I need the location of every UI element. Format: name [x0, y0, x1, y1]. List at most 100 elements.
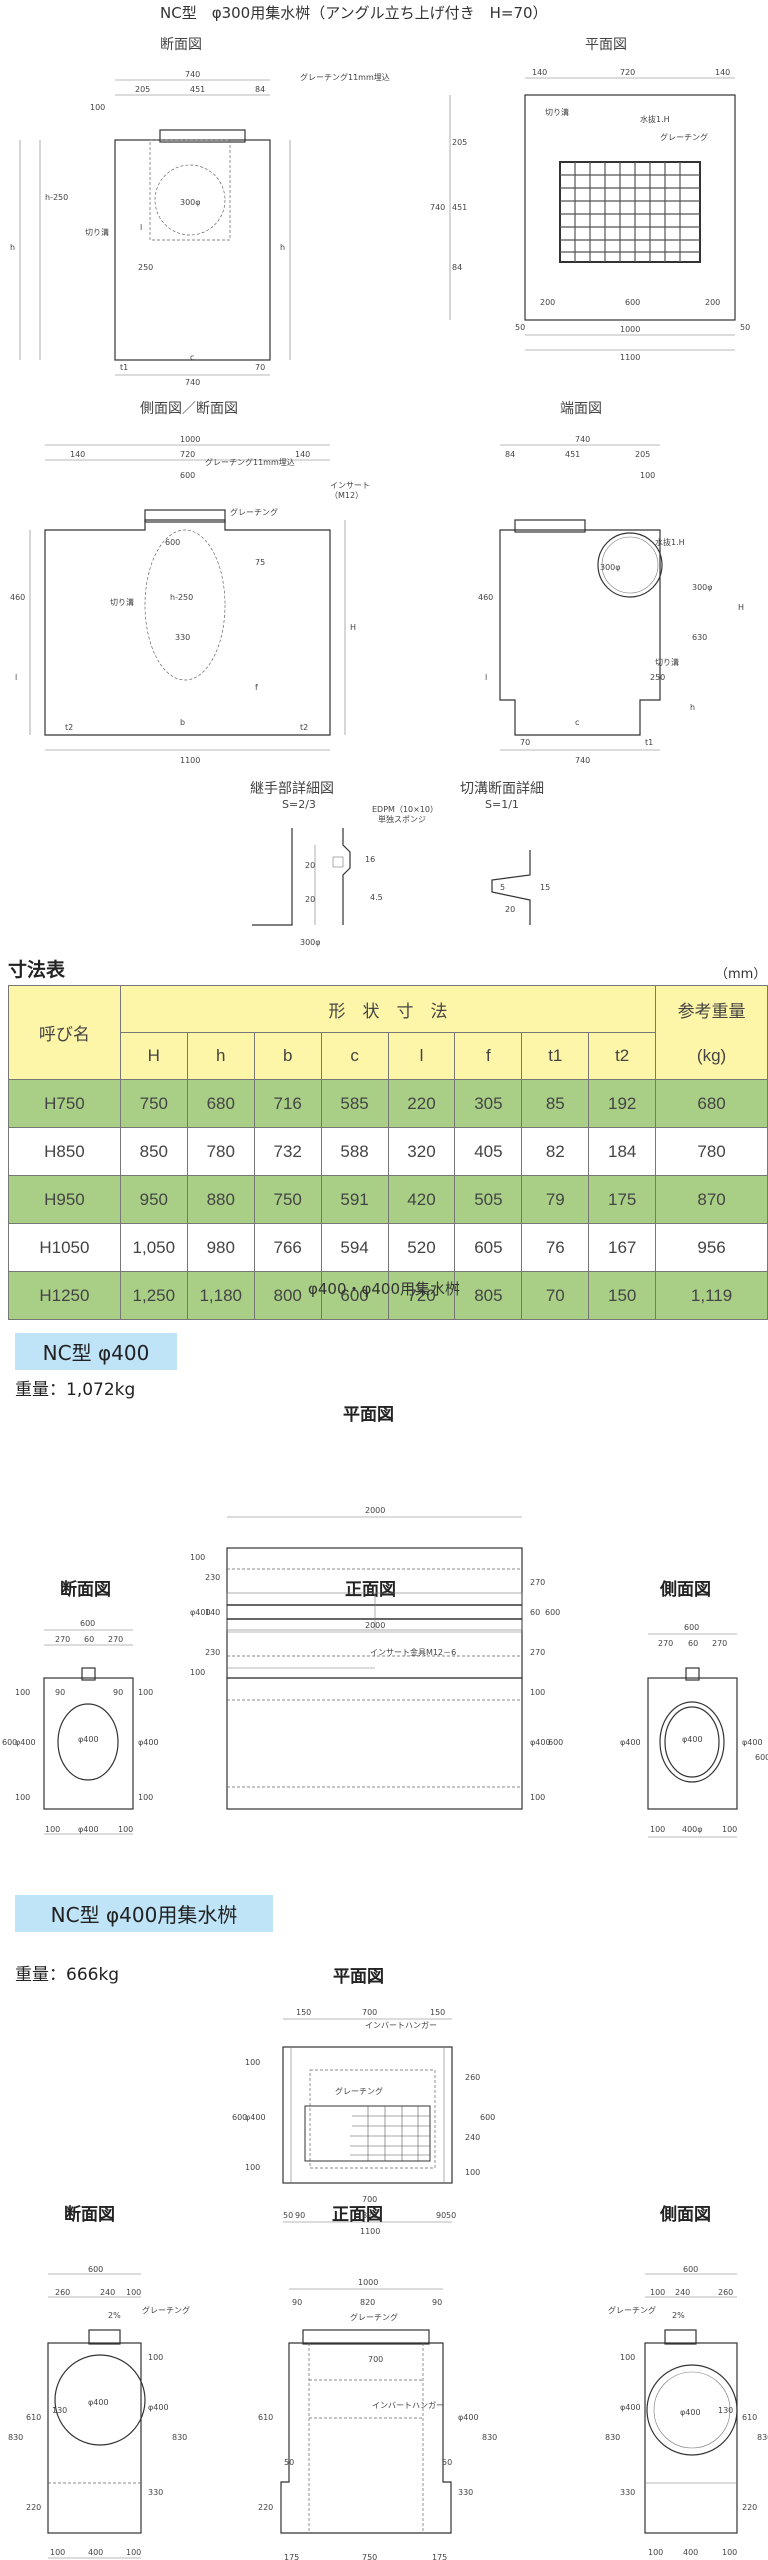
dimension-label: インサート [330, 481, 370, 490]
dimension-label: グレーチング [350, 2312, 398, 2322]
dimension-label: 270 [530, 1578, 545, 1587]
dimension-label: 610 [26, 2413, 41, 2422]
dimension-label: 270 [55, 1635, 70, 1644]
dimension-label: 90 [113, 1688, 123, 1697]
table-cell: 605 [454, 1223, 523, 1272]
dimension-label: 600 [548, 1738, 563, 1747]
dimension-label: 600 [180, 471, 195, 480]
dimension-label: φ400 [190, 1608, 211, 1617]
dimension-label: 50 [442, 2458, 452, 2467]
row-name-cell: H1050 [8, 1223, 121, 1272]
table-cell: 320 [387, 1127, 456, 1176]
table-cell: 870 [655, 1175, 768, 1224]
dimension-label: 600 [88, 2265, 103, 2274]
dimension-label: 600 [684, 1623, 699, 1632]
dimension-label: 250 [650, 673, 665, 682]
dimension-label: t1 [645, 738, 653, 747]
dimension-label: 220 [258, 2503, 273, 2512]
nc400-tag: NC型 φ400 [15, 1333, 177, 1370]
dimension-label: 100 [620, 2353, 635, 2362]
sheet-title: NC型 φ300用集水桝（アングル立ち上げ付き H=70） [160, 4, 548, 22]
table-cell: 505 [454, 1175, 523, 1224]
nc400-section-title: 断面図 [60, 1580, 111, 1600]
dimension-label: 451 [190, 85, 205, 94]
dimension-label: 50 [284, 2458, 294, 2467]
dimension-label: 250 [138, 263, 153, 272]
table-cell: 1,180 [186, 1271, 255, 1320]
table-cell: 150 [588, 1271, 657, 1320]
dimension-label: 100 [530, 1793, 545, 1802]
dimension-label: 90 [292, 2298, 302, 2307]
dimension-label: 70 [255, 363, 265, 372]
dimension-label: h-250 [45, 193, 68, 202]
dimension-label: 50 [283, 2211, 293, 2220]
dimension-label: 740 [185, 378, 200, 387]
dimension-label: 300φ [180, 198, 201, 207]
dimension-label: 720 [620, 68, 635, 77]
dimension-label: 270 [108, 1635, 123, 1644]
dimension-label: 750 [362, 2553, 377, 2560]
col-header: t2 [588, 1032, 657, 1080]
dimension-label: φ400 [138, 1738, 159, 1747]
dimension-label: 70 [520, 738, 530, 747]
table-cell: 680 [186, 1079, 255, 1128]
dimension-label: 200 [705, 298, 720, 307]
table-cell: 780 [655, 1127, 768, 1176]
dimension-label: 600 [480, 2113, 495, 2122]
table-cell: 1,050 [119, 1223, 188, 1272]
dimension-label: 単独スポンジ [378, 814, 426, 824]
dimension-label: インバートハンガー [372, 2400, 444, 2410]
dimension-label: 740 [575, 756, 590, 765]
dimension-label: 400φ [682, 1825, 703, 1834]
table-cell: 1,119 [655, 1271, 768, 1320]
dimension-label: 100 [190, 1668, 205, 1677]
dimension-label: 200 [540, 298, 555, 307]
dimension-label: 140 [70, 450, 85, 459]
dimension-label: φ400 [682, 1735, 703, 1744]
dimension-label: 1100 [620, 353, 640, 362]
table-cell: 192 [588, 1079, 657, 1128]
row-name-cell: H1250 [8, 1271, 121, 1320]
dimension-label: φ400 [458, 2413, 479, 2422]
dimension-label: 330 [458, 2488, 473, 2497]
dimension-label: φ400 [620, 2403, 641, 2412]
dimension-label: c [575, 718, 579, 727]
col-header: l [387, 1032, 456, 1080]
dimension-label: φ400 [15, 1738, 36, 1747]
dimension-label: 150 [296, 2008, 311, 2017]
dimension-label: 700 [368, 2355, 383, 2364]
nc400-front-title: 正面図 [345, 1580, 396, 1600]
dimension-label: 630 [692, 633, 707, 642]
dimension-label: インバートハンガー [365, 2020, 437, 2030]
dimension-label: 460 [10, 593, 25, 602]
dimension-label: 100 [722, 1825, 737, 1834]
dimension-label: 230 [205, 1648, 220, 1657]
dimension-label: 270 [658, 1639, 673, 1648]
dimension-label: 2000 [365, 1621, 385, 1630]
dimension-label: 175 [284, 2553, 299, 2560]
table-cell: 76 [521, 1223, 590, 1272]
dimension-label: 100 [50, 2548, 65, 2557]
dimension-label: グレーチング11mm埋込 [300, 72, 390, 82]
col-header: H [119, 1032, 188, 1080]
dimension-label: 水抜1.H [640, 114, 670, 124]
table-cell: 1,250 [119, 1271, 188, 1320]
dimension-label: h [280, 243, 285, 252]
dimension-label: 330 [148, 2488, 163, 2497]
dimension-label: 830 [605, 2433, 620, 2442]
dimension-label: 60 [688, 1639, 698, 1648]
dimension-label: 84 [452, 263, 462, 272]
dimension-label: 205 [635, 450, 650, 459]
dimension-label: 100 [245, 2058, 260, 2067]
dimension-label: 600 [232, 2113, 247, 2122]
row-name-cell: H750 [8, 1079, 121, 1128]
dimension-label: b [180, 718, 185, 727]
dimension-label: 1000 [180, 435, 200, 444]
